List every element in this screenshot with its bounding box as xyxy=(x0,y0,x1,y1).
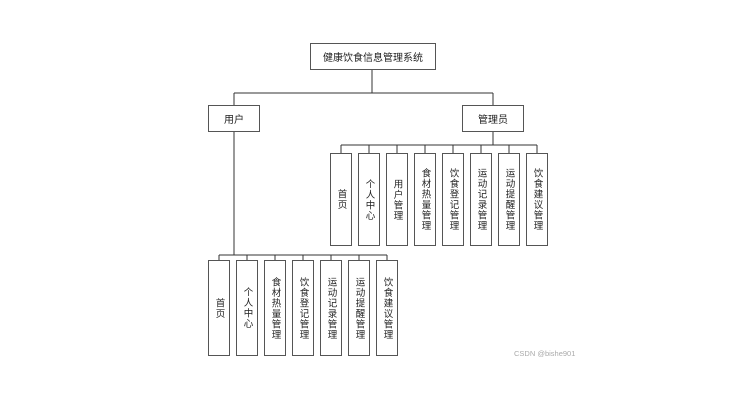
user-module-label: 饮食建议管理 xyxy=(381,276,393,340)
admin-module-label: 运动提醒管理 xyxy=(503,168,515,231)
admin-module-label: 用户管理 xyxy=(391,178,403,221)
watermark: CSDN @bishe901 xyxy=(514,349,576,358)
admin-module-personal-center: 个人中心 xyxy=(358,153,380,246)
user-module-label: 运动提醒管理 xyxy=(353,276,365,340)
admin-module-exercise-reminder: 运动提醒管理 xyxy=(498,153,520,246)
admin-module-label: 个人中心 xyxy=(363,178,375,221)
admin-module-label: 饮食登记管理 xyxy=(447,168,459,231)
admin-module-food-calorie: 食材热量管理 xyxy=(414,153,436,246)
admin-module-exercise-record: 运动记录管理 xyxy=(470,153,492,246)
admin-module-diet-advice: 饮食建议管理 xyxy=(526,153,548,246)
branch-node-user: 用户 xyxy=(208,105,260,132)
user-module-label: 首页 xyxy=(213,297,225,319)
branch-node-admin: 管理员 xyxy=(462,105,524,132)
user-module-home: 首页 xyxy=(208,260,230,356)
branch-node-admin-label: 管理员 xyxy=(478,115,508,126)
admin-module-home: 首页 xyxy=(330,153,352,246)
user-module-food-calorie: 食材热量管理 xyxy=(264,260,286,356)
user-module-label: 运动记录管理 xyxy=(325,276,337,340)
root-node-system: 健康饮食信息管理系统 xyxy=(310,43,436,70)
user-module-exercise-reminder: 运动提醒管理 xyxy=(348,260,370,356)
user-module-diet-advice: 饮食建议管理 xyxy=(376,260,398,356)
user-module-exercise-record: 运动记录管理 xyxy=(320,260,342,356)
branch-node-user-label: 用户 xyxy=(224,115,244,126)
user-module-label: 饮食登记管理 xyxy=(297,276,309,340)
admin-module-user-management: 用户管理 xyxy=(386,153,408,246)
admin-module-label: 首页 xyxy=(335,189,347,210)
root-node-label: 健康饮食信息管理系统 xyxy=(323,53,423,64)
user-module-diet-registration: 饮食登记管理 xyxy=(292,260,314,356)
admin-module-label: 饮食建议管理 xyxy=(531,168,543,231)
admin-module-label: 食材热量管理 xyxy=(419,168,431,231)
user-module-personal-center: 个人中心 xyxy=(236,260,258,356)
user-module-label: 个人中心 xyxy=(241,287,253,329)
admin-module-label: 运动记录管理 xyxy=(475,168,487,231)
admin-module-diet-registration: 饮食登记管理 xyxy=(442,153,464,246)
user-module-label: 食材热量管理 xyxy=(269,276,281,340)
